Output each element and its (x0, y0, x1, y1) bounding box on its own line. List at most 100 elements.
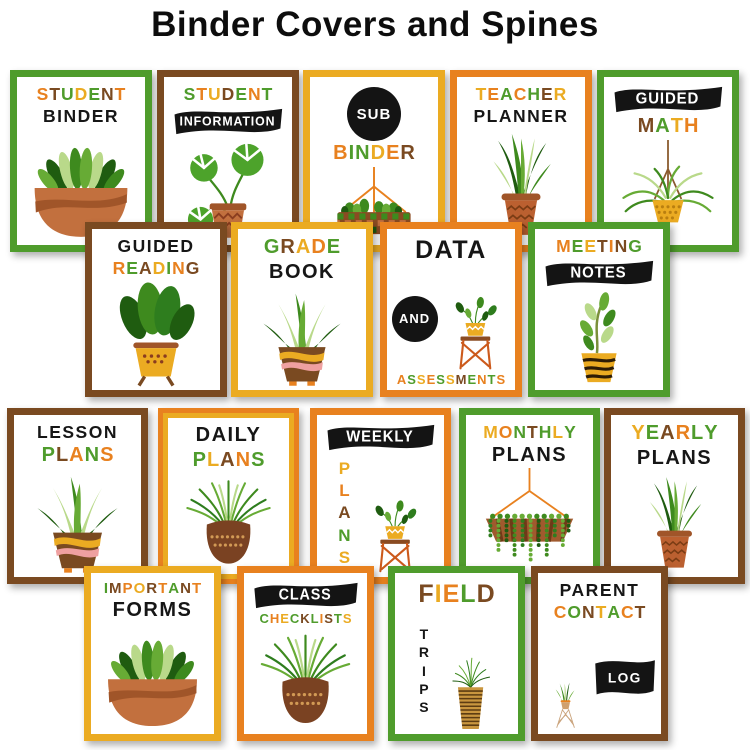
letter: G (185, 257, 200, 278)
letter: N (581, 601, 595, 622)
banner-ribbon: INFORMATION (171, 106, 286, 136)
letter: E (126, 257, 138, 278)
aloe-striped-illustration (241, 285, 363, 387)
letter: I (348, 142, 355, 164)
letter: T (196, 84, 208, 104)
letter: M (455, 371, 467, 387)
letter: I (421, 662, 426, 679)
letter: O (133, 580, 146, 597)
round-pot-grass-illustration (247, 627, 364, 731)
letter: D (311, 236, 326, 258)
letter: E (326, 236, 341, 258)
aloe-striped-illustration (17, 468, 138, 574)
letter: N (248, 84, 261, 104)
letter: R (146, 580, 158, 597)
letter: C (553, 601, 567, 622)
letter: I (319, 611, 324, 626)
stand-plant-illustration (440, 267, 511, 371)
letter: U (61, 84, 74, 104)
letter: S (419, 699, 429, 716)
letter: L (55, 443, 69, 466)
title-text: FORMS (112, 598, 193, 621)
letter: G (628, 236, 642, 256)
letter: T (595, 601, 607, 622)
letter: R (553, 84, 567, 104)
letter: N (180, 580, 191, 597)
letter: N (338, 525, 351, 545)
banner-text: GUIDED (635, 90, 699, 108)
letter: H (527, 84, 540, 104)
letter: K (300, 611, 310, 626)
banner-ribbon: GUIDED (611, 84, 726, 114)
letter: Y (704, 422, 718, 444)
letter: N (235, 448, 251, 471)
title-text: LESSON (37, 422, 118, 442)
letter: A (396, 371, 407, 387)
letter: D (476, 580, 495, 608)
letter: D (221, 84, 235, 104)
letter: S (100, 443, 114, 466)
cover-title-line: GUIDED (117, 236, 195, 257)
letter: T (333, 611, 342, 626)
letter: N (477, 371, 487, 387)
trailing-hanger-illustration (469, 468, 590, 574)
small-tree-illustration (538, 289, 660, 387)
letter: R (280, 236, 295, 258)
letter: L (206, 448, 220, 471)
letter: E (487, 84, 500, 104)
letter: T (419, 626, 429, 643)
banner-text: CLASS (278, 586, 331, 604)
circle-badge-text: AND (399, 311, 431, 327)
letter: S (342, 611, 352, 626)
round-pot-grass-illustration (172, 473, 285, 571)
banner-ribbon: CLASS (251, 580, 361, 610)
letter: C (289, 611, 300, 626)
letter: D (74, 84, 88, 104)
letter: Y (564, 422, 576, 442)
letter: T (670, 115, 683, 137)
letter: O (498, 422, 513, 442)
cover-title-line: BOOK (269, 261, 336, 285)
letter: E (571, 236, 584, 256)
letter: G (263, 236, 280, 258)
cover-title-line: PLANNER (473, 106, 569, 127)
letter: L (552, 422, 564, 442)
letter: S (407, 371, 416, 387)
letter: S (251, 448, 265, 471)
letter: P (41, 443, 55, 466)
letter: E (584, 236, 597, 256)
banner-flag-shape: WEEKLY (327, 424, 434, 451)
letter: Y (631, 422, 645, 444)
letter: D (370, 142, 386, 164)
letter: A (168, 580, 180, 597)
letter: P (338, 459, 351, 479)
title-text: BOOK (269, 260, 335, 283)
letter: I (608, 236, 614, 256)
letter: E (280, 611, 289, 626)
letter: A (295, 236, 311, 258)
letter: H (538, 422, 552, 442)
letter: T (261, 84, 273, 104)
